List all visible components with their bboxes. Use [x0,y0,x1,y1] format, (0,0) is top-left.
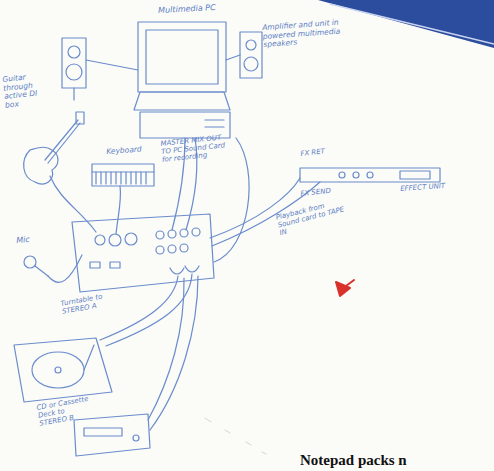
cd-deck-drawing [74,414,150,456]
handwritten-note: Amplifier and unit in powered multimedia… [262,16,372,49]
handwritten-note: FX SEND [300,185,351,198]
pc-monitor [134,22,230,138]
speaker-wire [86,60,138,70]
speaker-left [62,38,86,100]
cable [48,138,320,430]
blue-corner [318,0,494,48]
handwritten-note: Turntable to STEREO A [60,290,122,316]
handwritten-note: FX RET [300,145,351,158]
handwritten-note: EFFECT UNIT [400,181,460,193]
keyboard-drawing [92,164,154,186]
effects-unit-drawing [300,168,440,182]
pencil-marks [205,418,266,454]
handwritten-note: Guitar through active DI box [2,72,47,111]
corner-edge [330,4,494,44]
mixer-drawing [72,214,214,292]
handwritten-note: Keyboard [106,144,166,157]
mic-drawing [24,256,48,276]
printed-text: Notepad packs n [300,452,407,469]
handwritten-note: MASTER MIX OUT TO PC Sound Card for reco… [160,132,234,164]
speaker-wire [226,55,240,60]
handwritten-note: Multimedia PC [158,2,238,15]
handwritten-note: Playback from Sound card to TAPE IN [275,197,351,238]
red-mark [336,280,354,296]
guitar-drawing [24,112,84,184]
speaker-right [240,32,262,78]
turntable-drawing [14,338,112,402]
handwritten-note: Mic [16,234,47,245]
